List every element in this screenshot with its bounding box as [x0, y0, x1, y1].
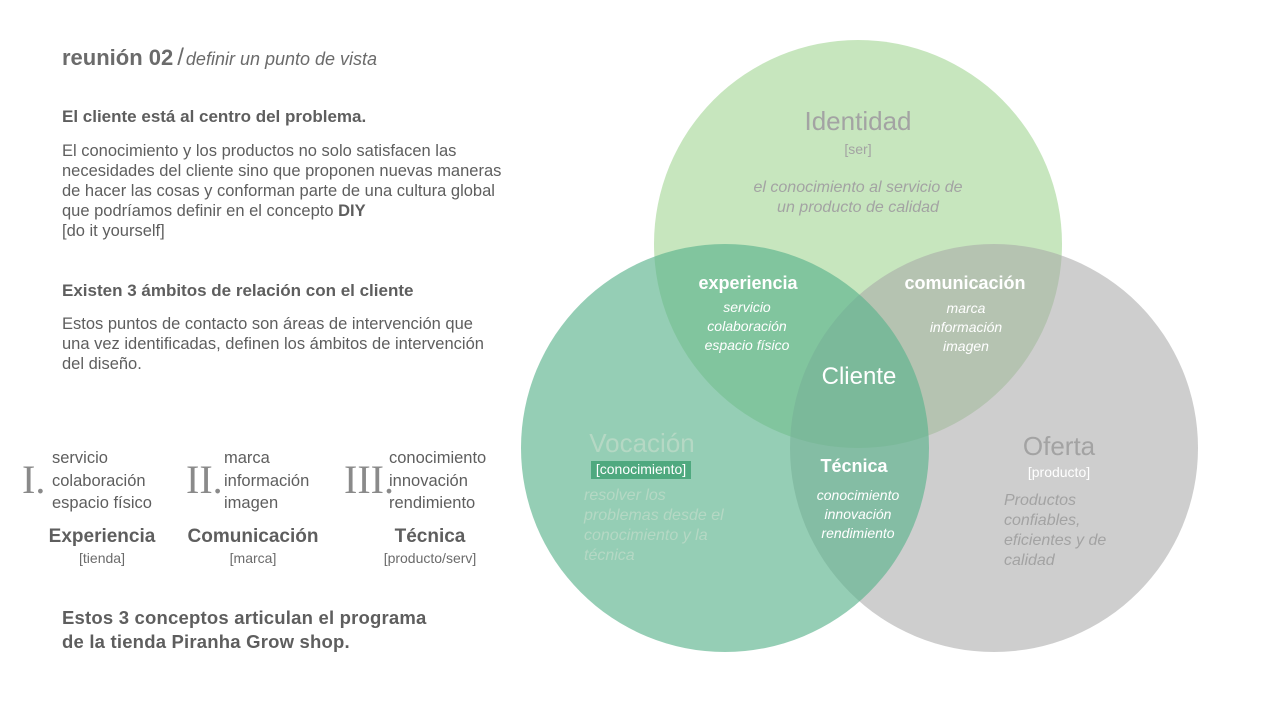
title-main: reunión 02	[62, 45, 174, 70]
experiencia-item: espacio físico	[705, 337, 790, 353]
identidad-desc: el conocimiento al servicio de	[754, 179, 963, 196]
oferta-desc: calidad	[1004, 552, 1056, 569]
oferta-desc: eficientes y de	[1004, 532, 1106, 549]
oferta-title: Oferta	[1023, 431, 1096, 461]
category-3-item: conocimiento	[389, 449, 487, 467]
category-2-item: imagen	[224, 494, 279, 512]
oferta-desc: confiables,	[1004, 512, 1081, 529]
tecnica-item: conocimiento	[817, 487, 900, 503]
category-1-item: servicio	[52, 449, 108, 467]
section1-body: El conocimiento y los productos no solo …	[62, 141, 524, 241]
category-2-numeral: II.	[186, 457, 223, 502]
category-1-item: espacio físico	[52, 494, 152, 512]
category-1-name: Experiencia	[48, 526, 156, 547]
closing-line: de la tienda Piranha Grow shop.	[62, 631, 350, 652]
category-1-numeral: I.	[22, 457, 46, 502]
vocacion-sub-box	[591, 461, 691, 479]
tecnica-item: innovación	[825, 506, 892, 522]
tecnica-title: Técnica	[820, 456, 888, 476]
category-2-sub: [marca]	[229, 550, 277, 566]
closing-line: Estos 3 conceptos articulan el programa	[62, 607, 427, 628]
oferta-sub: [producto]	[1028, 464, 1090, 480]
section1-heading: El cliente está al centro del problema.	[62, 107, 367, 126]
vocacion-desc: problemas desde el	[583, 507, 724, 524]
category-3-item: rendimiento	[389, 494, 476, 512]
category-2-item: información	[224, 471, 310, 490]
section1-body-text: El conocimiento y los productos no solo …	[62, 142, 502, 220]
category-3-name: Técnica	[394, 526, 466, 547]
experiencia-title: experiencia	[698, 273, 798, 293]
closing-statement: Estos 3 conceptos articulan el programa …	[62, 606, 427, 654]
section1-body-bold: DIY	[338, 202, 366, 220]
category-1-list: servicio colaboración espacio físico	[52, 447, 152, 515]
vocacion-title: Vocación	[589, 428, 695, 458]
category-3-list: conocimiento innovación rendimiento	[389, 447, 486, 515]
tecnica-item: rendimiento	[821, 525, 894, 541]
section1-body-end: [do it yourself]	[62, 222, 165, 240]
identidad-desc: un producto de calidad	[777, 199, 940, 216]
category-3-item: innovación	[389, 471, 468, 490]
category-2-item: marca	[224, 449, 270, 467]
identidad-sub: [ser]	[844, 141, 871, 157]
vocacion-sub: [conocimiento]	[596, 461, 686, 477]
identidad-title: Identidad	[805, 106, 912, 136]
section2-body: Estos puntos de contacto son áreas de in…	[62, 315, 484, 373]
category-1-sub: [tienda]	[79, 550, 125, 566]
category-3-sub: [producto/serv]	[383, 550, 477, 566]
comunicacion-item: imagen	[943, 338, 989, 354]
vocacion-desc: técnica	[584, 547, 635, 564]
experiencia-item: colaboración	[707, 318, 787, 334]
vocacion-desc: conocimiento y la	[584, 527, 708, 544]
category-3-numeral: III.	[344, 457, 394, 502]
center-label: Cliente	[822, 363, 897, 390]
oferta-desc: Productos	[1004, 492, 1076, 509]
circle-vocacion	[521, 244, 929, 652]
category-1-item: colaboración	[52, 471, 146, 490]
comunicacion-item: marca	[947, 300, 986, 316]
vocacion-desc: resolver los	[584, 487, 666, 504]
title-subtitle: definir un punto de vista	[185, 49, 378, 69]
page-title: reunión 02/definir un punto de vista	[62, 44, 377, 72]
experiencia-item: servicio	[723, 299, 771, 315]
title-slash: /	[177, 44, 184, 71]
comunicacion-item: información	[930, 319, 1003, 335]
category-2-name: Comunicación	[187, 526, 319, 547]
comunicacion-title: comunicación	[904, 273, 1025, 293]
section2-heading: Existen 3 ámbitos de relación con el cli…	[62, 281, 414, 300]
category-2-list: marca información imagen	[224, 447, 309, 515]
